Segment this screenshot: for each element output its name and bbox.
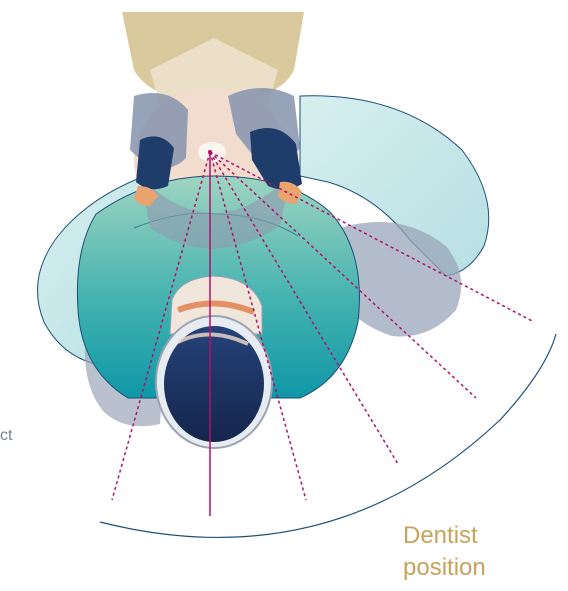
dentist-position-label: Dentist position	[403, 520, 543, 584]
dentist-head	[156, 316, 272, 448]
patient-mouth-point	[208, 150, 212, 154]
cropped-label-fragment: ct	[0, 426, 12, 446]
dentist-position-label-line2: position	[403, 552, 543, 584]
dentist-position-label-line1: Dentist	[403, 520, 543, 552]
